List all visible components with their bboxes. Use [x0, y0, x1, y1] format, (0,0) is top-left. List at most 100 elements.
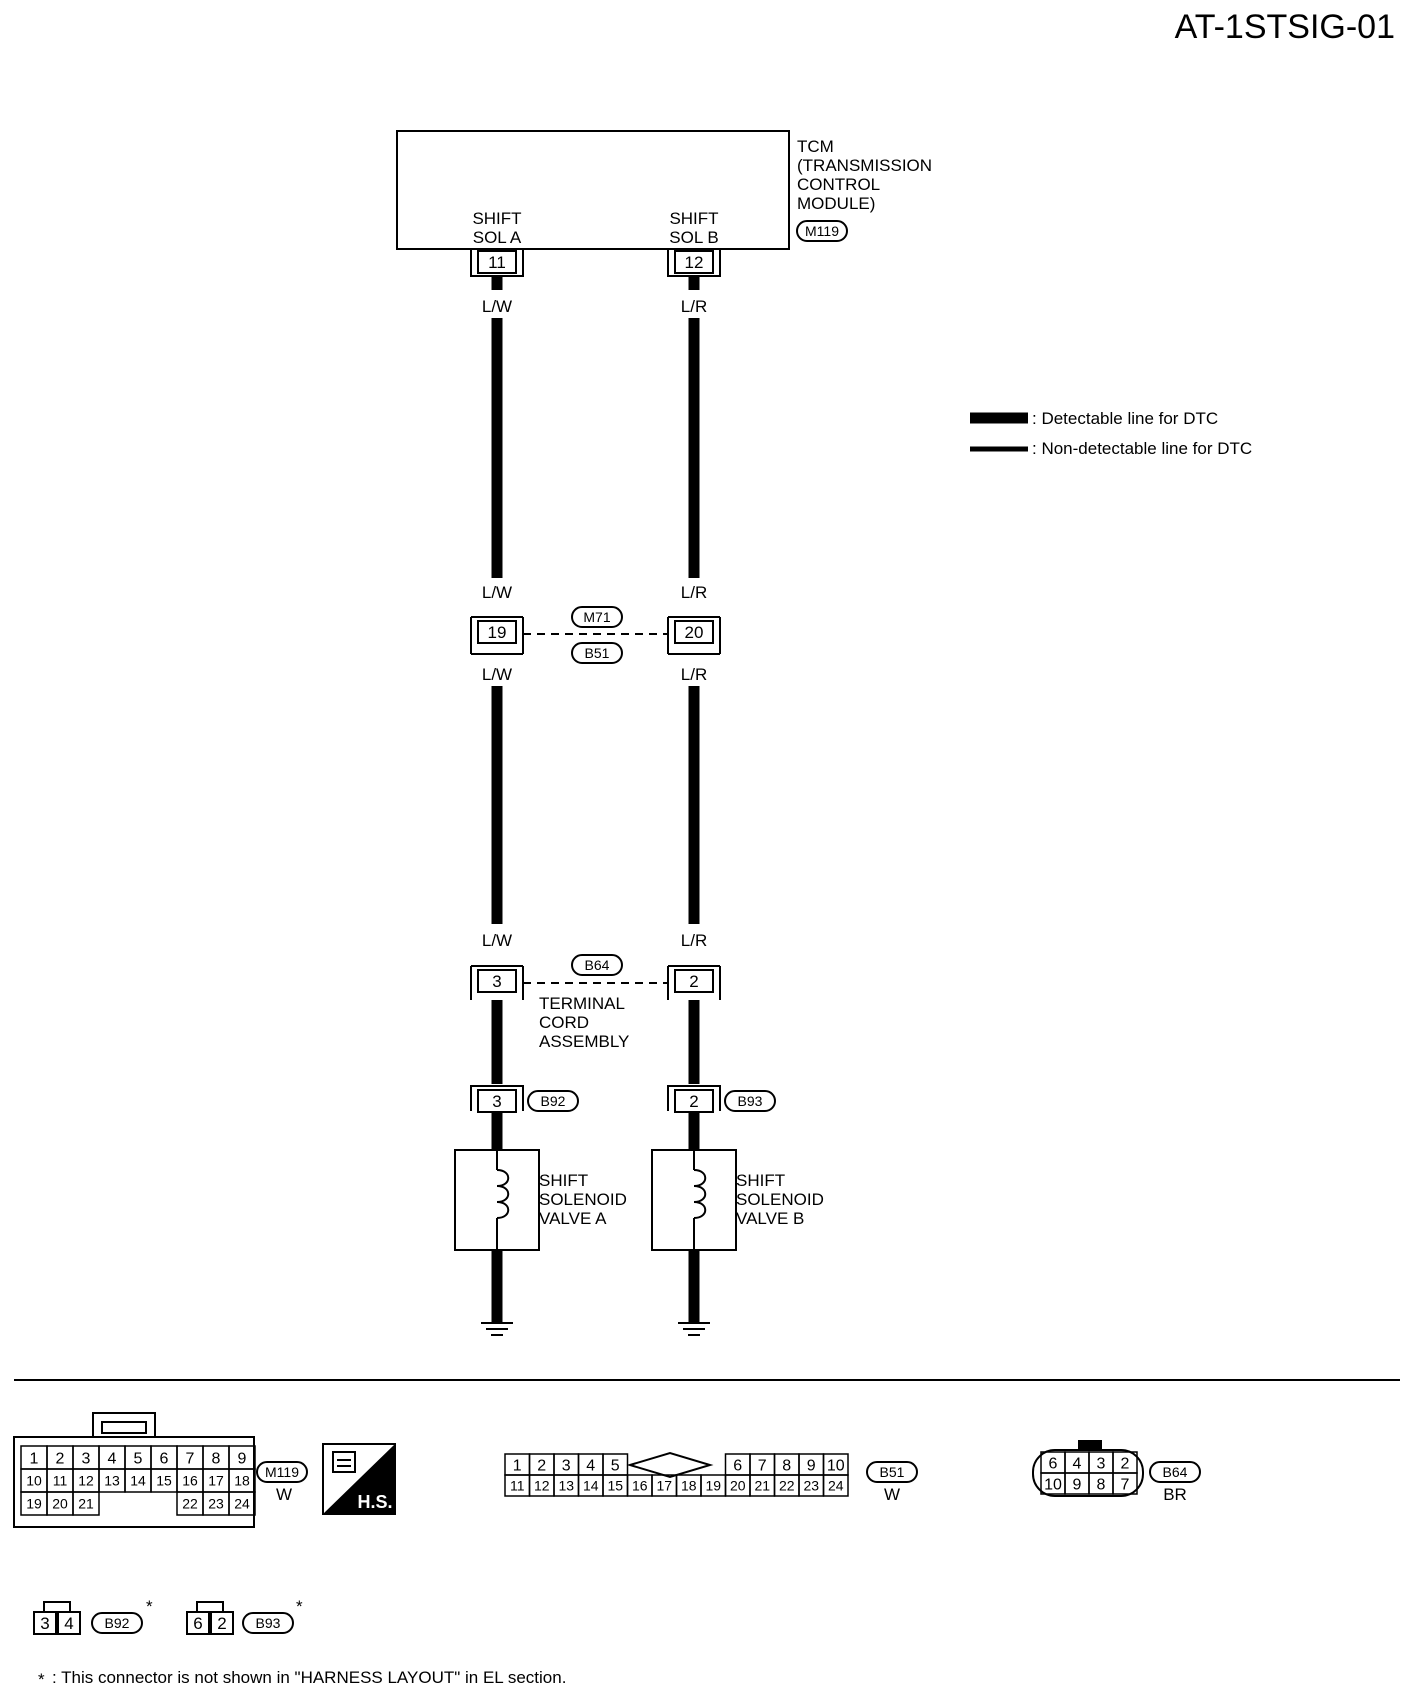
m119-pin: 2	[56, 1450, 65, 1467]
b51-id: B51	[880, 1464, 905, 1480]
wire-a-color-2: L/W	[482, 583, 512, 602]
legend-detectable: : Detectable line for DTC	[1032, 409, 1218, 428]
m119-pin: 11	[53, 1473, 68, 1489]
m119-color: W	[276, 1485, 292, 1504]
m119-pin: 13	[104, 1473, 120, 1489]
junction1-badge-top	[571, 606, 623, 628]
junction2-pin-a-number: 3	[492, 972, 501, 991]
wire-b-color-3: L/R	[681, 665, 707, 684]
m119-pin: 6	[160, 1450, 169, 1467]
m119-badge	[256, 1461, 308, 1483]
tcm-pin-b-label-1: SHIFT	[669, 209, 718, 228]
solenoid-b-label-2: SOLENOID	[736, 1190, 824, 1209]
b51-pin: 13	[558, 1478, 574, 1494]
b64-pin: 8	[1097, 1476, 1106, 1493]
tcm-pin-b-number: 12	[685, 253, 704, 272]
b93-id: B93	[256, 1615, 281, 1631]
b51-badge	[866, 1461, 918, 1483]
m119-pin: 9	[238, 1450, 247, 1467]
solenoid-b-label-3: VALVE B	[736, 1209, 804, 1228]
tcm-connector-id: M119	[805, 223, 839, 239]
b51-pin: 12	[534, 1478, 550, 1494]
wire-b-color-4: L/R	[681, 931, 707, 950]
junction2-label-2: CORD	[539, 1013, 589, 1032]
b64-badge	[1149, 1461, 1201, 1483]
b51-pin: 15	[607, 1478, 623, 1494]
b51-pin: 24	[828, 1478, 844, 1494]
m119-pin: 23	[208, 1496, 224, 1512]
b92-id: B92	[105, 1615, 130, 1631]
b64-pin: 4	[1073, 1455, 1082, 1472]
junction2-pin-b: 2	[667, 965, 721, 1000]
tcm-pin-b-label-2: SOL B	[669, 228, 718, 247]
m119-pin: 5	[134, 1450, 143, 1467]
junction3-conn-a: B92	[541, 1093, 566, 1109]
junction1-conn-bottom: B51	[585, 645, 610, 661]
b64-pin: 3	[1097, 1455, 1106, 1472]
b64-id: B64	[1163, 1464, 1188, 1480]
m119-pin: 4	[108, 1450, 117, 1467]
b51-pin: 5	[611, 1457, 620, 1474]
tcm-box	[396, 130, 790, 250]
m119-pin: 8	[212, 1450, 221, 1467]
m119-id: M119	[265, 1464, 299, 1480]
b93-badge	[242, 1612, 294, 1634]
junction1-pin-b-number: 20	[685, 623, 704, 642]
wire-b-color-1: L/R	[681, 297, 707, 316]
harness-side-icon: H.S.	[322, 1443, 396, 1515]
b64-pin-cell	[1112, 1472, 1138, 1495]
tcm-label-4: MODULE)	[797, 194, 875, 213]
tcm-pin-a-label-1: SHIFT	[472, 209, 521, 228]
m119-pin: 22	[182, 1496, 198, 1512]
m119-pin: 16	[182, 1473, 198, 1489]
tcm-label-1: TCM	[797, 137, 834, 156]
hs-label: H.S.	[357, 1492, 392, 1512]
solenoid-a-label-2: SOLENOID	[539, 1190, 627, 1209]
m119-pin: 7	[186, 1450, 195, 1467]
m119-pin: 20	[52, 1496, 68, 1512]
coil-icon	[693, 1169, 707, 1219]
solenoid-a	[454, 1149, 540, 1251]
b51-pin: 9	[807, 1457, 816, 1474]
junction1-pin-b: 20	[667, 616, 721, 655]
b51-pin: 6	[733, 1457, 742, 1474]
b92-pin-2: 4	[64, 1614, 73, 1633]
m119-pin: 15	[156, 1473, 172, 1489]
b51-pin: 1	[513, 1457, 522, 1474]
b51-pin: 14	[583, 1478, 599, 1494]
m119-pin: 17	[208, 1473, 224, 1489]
b51-pin: 8	[782, 1457, 791, 1474]
tcm-label-3: CONTROL	[797, 175, 880, 194]
b93-pin-1: 6	[193, 1614, 202, 1633]
b93-pin-2: 2	[217, 1614, 226, 1633]
solenoid-a-label-1: SHIFT	[539, 1171, 588, 1190]
wire-a-color-4: L/W	[482, 931, 512, 950]
tcm-connector-badge	[796, 220, 848, 242]
ground-icon	[481, 1322, 513, 1336]
b64-pin: 2	[1121, 1455, 1130, 1472]
b64-pin: 6	[1049, 1455, 1058, 1472]
legend-non-detectable: : Non-detectable line for DTC	[1032, 439, 1252, 458]
b93-asterisk: *	[296, 1597, 303, 1616]
footnote: : This connector is not shown in "HARNES…	[52, 1668, 566, 1687]
tcm-label-2: (TRANSMISSION	[797, 156, 932, 175]
m119-pin-cell	[228, 1491, 256, 1516]
junction1-pin-a-number: 19	[488, 623, 507, 642]
junction2-badge	[571, 954, 623, 976]
b51-pin: 23	[803, 1478, 819, 1494]
junction3-pin-b: 2	[667, 1085, 721, 1113]
tcm-pin-a-number: 11	[488, 253, 506, 272]
solenoid-b	[651, 1149, 737, 1251]
b51-key-icon	[626, 1451, 714, 1479]
connector-b93-face: 6 2	[186, 1601, 234, 1635]
m119-pin: 10	[26, 1473, 42, 1489]
b51-pin: 18	[681, 1478, 697, 1494]
b51-pin: 4	[586, 1457, 595, 1474]
tcm-pin-a: 11	[470, 250, 524, 277]
diagram-title: AT-1STSIG-01	[1175, 8, 1395, 46]
b64-pin: 9	[1073, 1476, 1082, 1493]
b51-pin: 19	[705, 1478, 721, 1494]
b51-pin: 3	[562, 1457, 571, 1474]
